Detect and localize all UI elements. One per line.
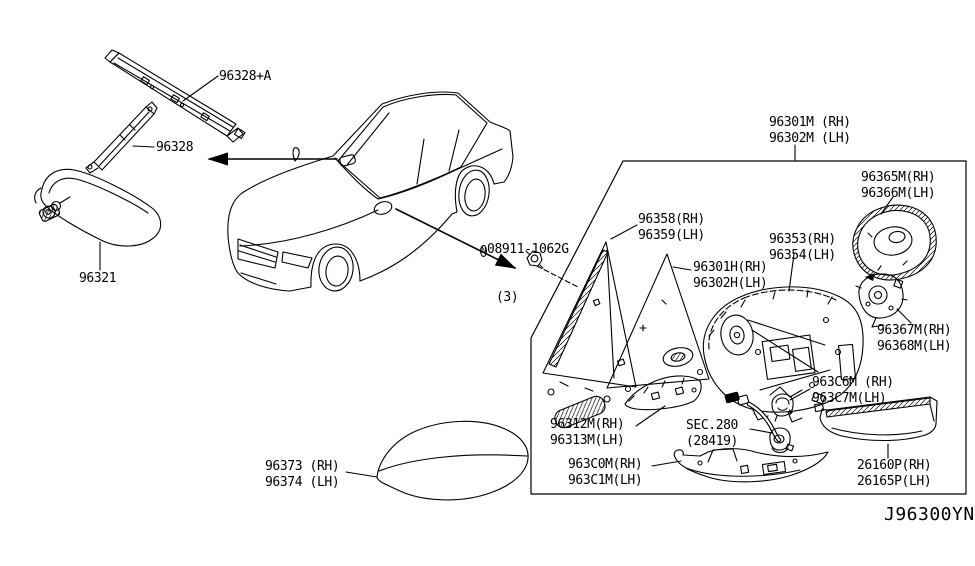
diagram-code: J96300YN (884, 504, 975, 525)
car-lower-intake (240, 272, 277, 285)
part-mirror-body-96353 (702, 286, 864, 423)
part-label-26160p: 26160P(RH)26165P(LH) (857, 458, 932, 489)
part-label-96301m: 96301M (RH)96302M (LH) (769, 115, 851, 146)
part-label-sec280: SEC.280(28419) (686, 418, 738, 449)
part-label-96353: 96353(RH)96354(LH) (769, 232, 836, 263)
car-grille (237, 238, 279, 269)
part-roof-rail-96328a (104, 49, 246, 143)
part-label-96358: 96358(RH)96359(LH) (638, 212, 705, 243)
car-b-pillar (416, 138, 425, 185)
part-sail-96358 (542, 241, 637, 429)
detail-box (530, 160, 967, 495)
car-inside-mirror-mark (339, 154, 356, 167)
part-label-963c6m: 963C6M (RH)963C7M(LH) (812, 375, 894, 406)
part-grommet-963c6m (771, 393, 794, 422)
car-antenna (292, 147, 300, 162)
car-a-pillar (346, 112, 390, 166)
part-label-96312m: 96312M(RH)96313M(LH) (550, 417, 625, 448)
part-inside-mirror-96321 (34, 168, 162, 247)
car-headlight (281, 251, 313, 269)
part-corner-gasket-96301h (606, 253, 710, 389)
rear-wheel (458, 169, 490, 217)
part-bracket-96328 (85, 101, 158, 174)
car-door-mirror (373, 201, 393, 215)
rear-wheel-rim (464, 178, 486, 212)
front-wheel-rim (325, 255, 349, 287)
arrow-to-door-mirror (395, 208, 517, 269)
part-actuator-96367m (855, 273, 908, 328)
part-label-nut: N08911-1062G (3) (480, 242, 569, 305)
leader-lines (99, 75, 912, 478)
part-mirror-cap-96373 (376, 420, 529, 501)
part-label-96328a: 96328+A (219, 69, 271, 84)
part-camera-harness-sec280 (724, 391, 795, 454)
part-label-96367m: 96367M(RH)96368M(LH) (877, 323, 952, 354)
part-label-96301h: 96301H(RH)96302H(LH) (693, 260, 768, 291)
car-illustration (227, 91, 514, 292)
part-lower-cover-963c0m (673, 448, 829, 483)
part-label-96321: 96321 (79, 271, 117, 286)
nut-leader-dashed (536, 265, 579, 288)
car-greenhouse (337, 94, 488, 199)
part-turn-lamp-26160p (813, 396, 938, 442)
part-label-96373: 96373 (RH)96374 (LH) (265, 459, 340, 490)
car-fender-crease (239, 209, 379, 247)
part-label-96365m: 96365M(RH)96366M(LH) (861, 170, 936, 201)
part-label-963c0m: 963C0M(RH)963C1M(LH) (568, 457, 643, 488)
part-label-96328: 96328 (156, 140, 194, 155)
front-wheel (318, 246, 354, 292)
circled-n-icon: N (480, 245, 488, 257)
part-mirror-glass-96365m (852, 204, 937, 281)
car-body-outline (227, 91, 514, 292)
part-plate-96312m (624, 375, 702, 411)
car-c-pillar (448, 129, 460, 172)
